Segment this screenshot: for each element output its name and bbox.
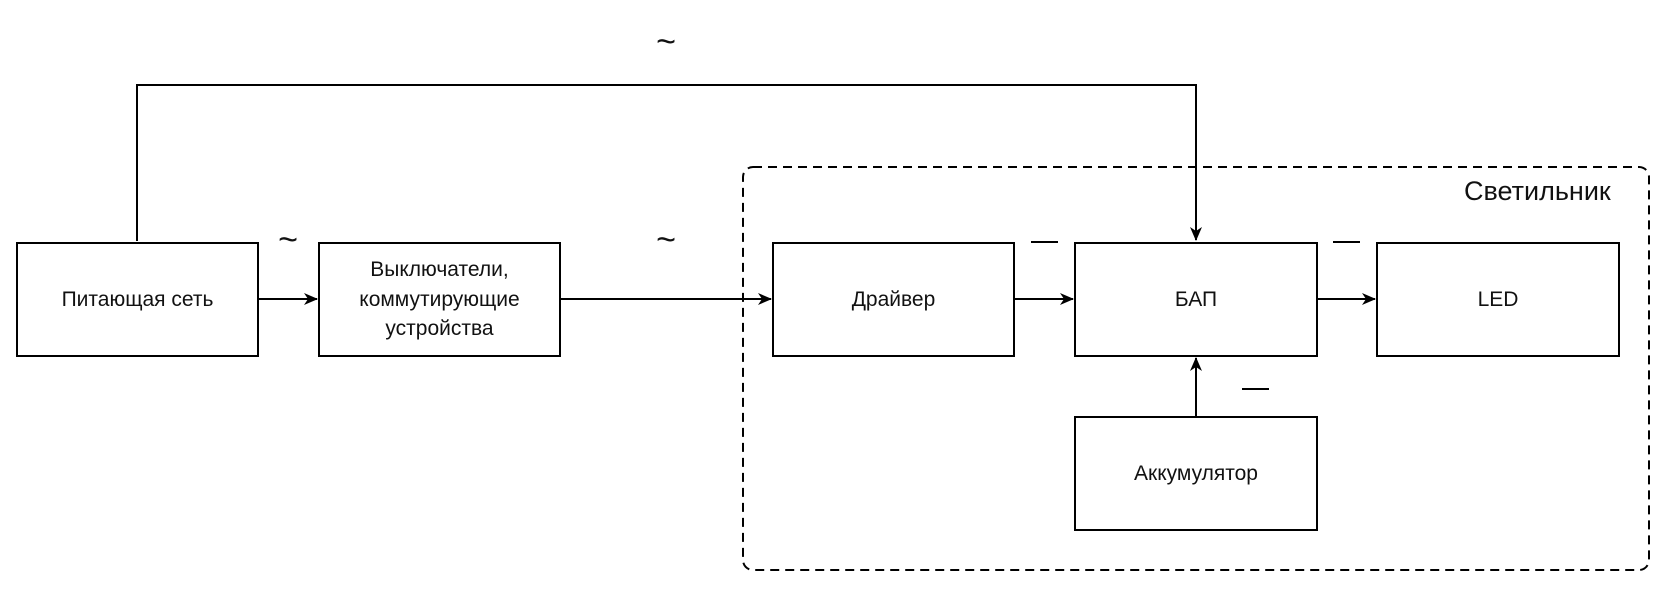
edge-mains-to-bap xyxy=(136,84,1202,241)
node-driver-label: Драйвер xyxy=(851,287,936,311)
node-accumulator-label: Аккумулятор xyxy=(1134,461,1258,485)
node-bap: БАП xyxy=(1074,242,1318,357)
node-accumulator: Аккумулятор xyxy=(1074,416,1318,531)
ac-symbol-switches-to-driver: ~ xyxy=(656,221,676,259)
ac-symbol-top: ~ xyxy=(656,23,676,61)
node-led: LED xyxy=(1376,242,1620,357)
node-mains-label: Питающая сеть xyxy=(61,287,214,311)
dc-symbol-accumulator-to-bap xyxy=(1242,388,1269,390)
dc-symbol-driver-to-bap xyxy=(1031,241,1058,243)
node-switches: Выключатели, коммутирующие устройства xyxy=(318,242,561,357)
node-driver: Драйвер xyxy=(772,242,1015,357)
node-mains: Питающая сеть xyxy=(16,242,259,357)
node-led-label: LED xyxy=(1477,287,1519,311)
node-switches-label: Выключатели, коммутирующие устройства xyxy=(359,257,520,341)
node-bap-label: БАП xyxy=(1174,287,1218,311)
ac-symbol-mains-to-switches: ~ xyxy=(278,221,298,259)
luminaire-group-title: Светильник xyxy=(1464,176,1611,206)
dc-symbol-bap-to-led xyxy=(1333,241,1360,243)
